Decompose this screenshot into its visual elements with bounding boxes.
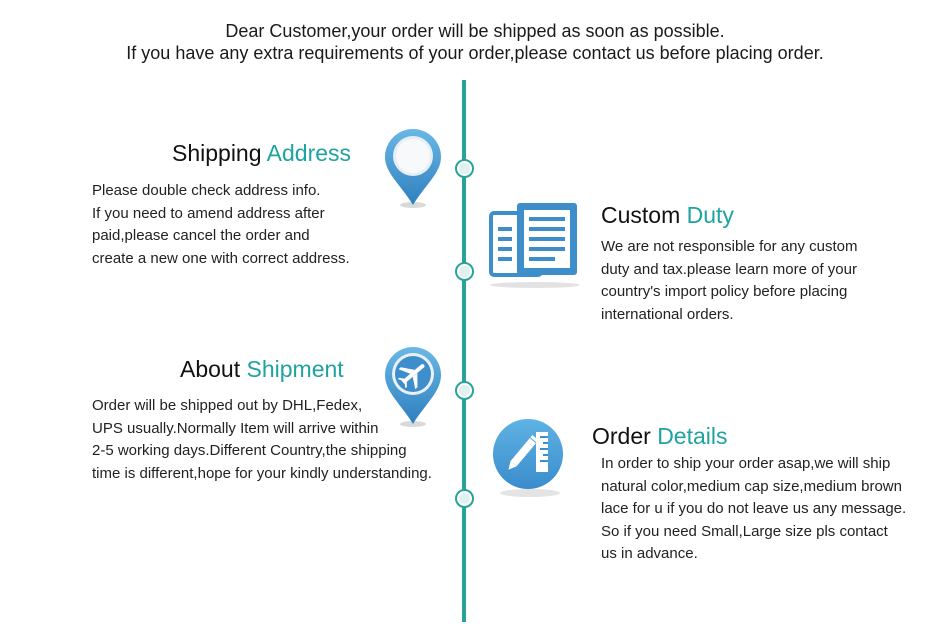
about-shipment-title-accent: Shipment	[246, 356, 344, 382]
timeline-node-1	[454, 159, 474, 178]
order-details-title-plain: Order	[592, 423, 651, 449]
documents-icon	[489, 203, 580, 288]
map-pin-icon	[385, 129, 441, 208]
shipping-address-title-accent: Address	[266, 140, 352, 166]
custom-duty-text: We are not responsible for any custom du…	[601, 238, 858, 323]
intro-notice: Dear Customer,your order will be shipped…	[0, 20, 950, 64]
custom-duty-title-plain: Custom	[601, 202, 681, 228]
shipping-address-text: Please double check address info. If you…	[92, 182, 350, 267]
pencil-ruler-icon	[493, 419, 563, 497]
about-shipment-text: Order will be shipped out by DHL,Fedex, …	[92, 397, 432, 482]
about-shipment-title: About Shipment	[180, 355, 344, 383]
custom-duty-title: Custom Duty	[601, 201, 734, 229]
order-details-title-accent: Details	[657, 423, 728, 449]
timeline-node-3	[454, 381, 474, 400]
timeline-node-2	[454, 262, 474, 281]
intro-line-2: If you have any extra requirements of yo…	[126, 43, 824, 63]
shipping-address-title-plain: Shipping	[172, 140, 262, 166]
airplane-pin-icon	[385, 347, 441, 427]
intro-line-1: Dear Customer,your order will be shipped…	[225, 21, 725, 41]
timeline-node-4	[454, 489, 474, 508]
timeline-line	[462, 80, 466, 622]
about-shipment-title-plain: About	[180, 356, 241, 382]
order-details-text: In order to ship your order asap,we will…	[601, 455, 907, 562]
custom-duty-title-accent: Duty	[686, 202, 734, 228]
shipping-address-title: Shipping Address	[172, 139, 351, 167]
order-details-title: Order Details	[592, 422, 728, 450]
